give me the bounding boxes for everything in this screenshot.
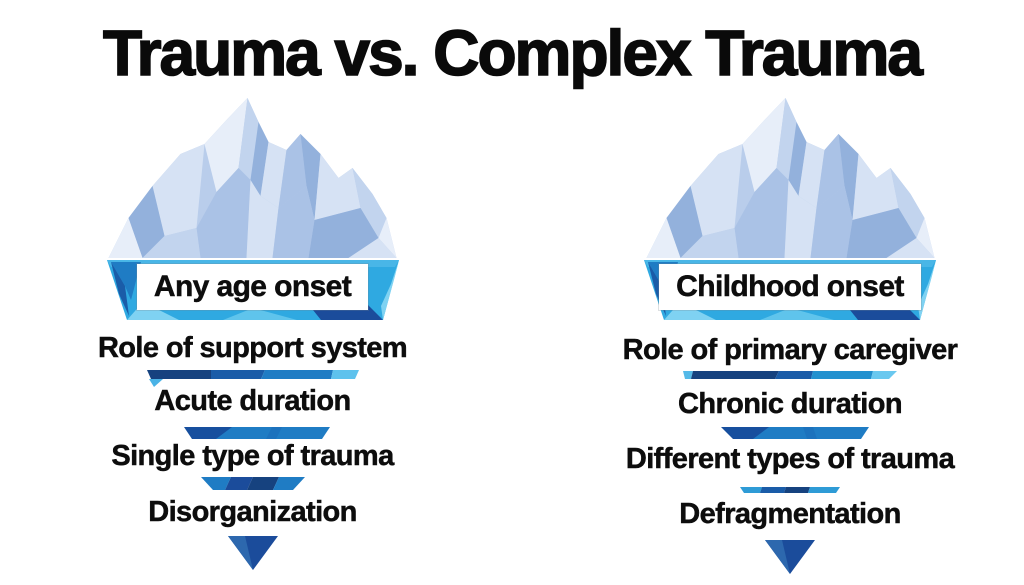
- right-panel-complex-trauma: Childhood onset Role of primary caregive…: [535, 0, 1024, 585]
- iceberg-right: [535, 96, 1024, 258]
- underwater-label-3: Different types of trauma: [625, 443, 955, 476]
- underwater-label-2: Acute duration: [154, 385, 351, 418]
- surface-label-box: Childhood onset: [659, 264, 921, 310]
- underwater-label-1: Role of support system: [97, 332, 408, 365]
- underwater-bar-2: [183, 427, 330, 439]
- underwater-bar-3: [200, 477, 305, 490]
- iceberg-left: [0, 96, 505, 258]
- underwater-label-4: Defragmentation: [679, 498, 902, 531]
- iceberg-icon: [108, 98, 397, 258]
- underwater-bar-1: [146, 370, 359, 387]
- surface-label: Any age onset: [153, 270, 352, 304]
- underwater-label-4: Disorganization: [148, 496, 358, 529]
- underwater-bar-3: [740, 487, 840, 493]
- underwater-label-1: Role of primary caregiver: [622, 334, 958, 367]
- depth-triangle-icon: [765, 540, 815, 574]
- underwater-label-3: Single type of trauma: [111, 440, 394, 473]
- underwater-label-2: Chronic duration: [677, 388, 903, 421]
- iceberg-icon: [646, 98, 934, 258]
- depth-triangle-icon: [227, 536, 278, 570]
- page-title: Trauma vs. Complex Trauma: [102, 16, 924, 90]
- underwater-bar-1: [683, 371, 897, 379]
- surface-label: Childhood onset: [676, 270, 905, 304]
- surface-label-box: Any age onset: [136, 264, 369, 310]
- underwater-bar-2: [721, 427, 869, 439]
- left-panel-trauma: Any age onset Role of support system Acu…: [0, 0, 505, 585]
